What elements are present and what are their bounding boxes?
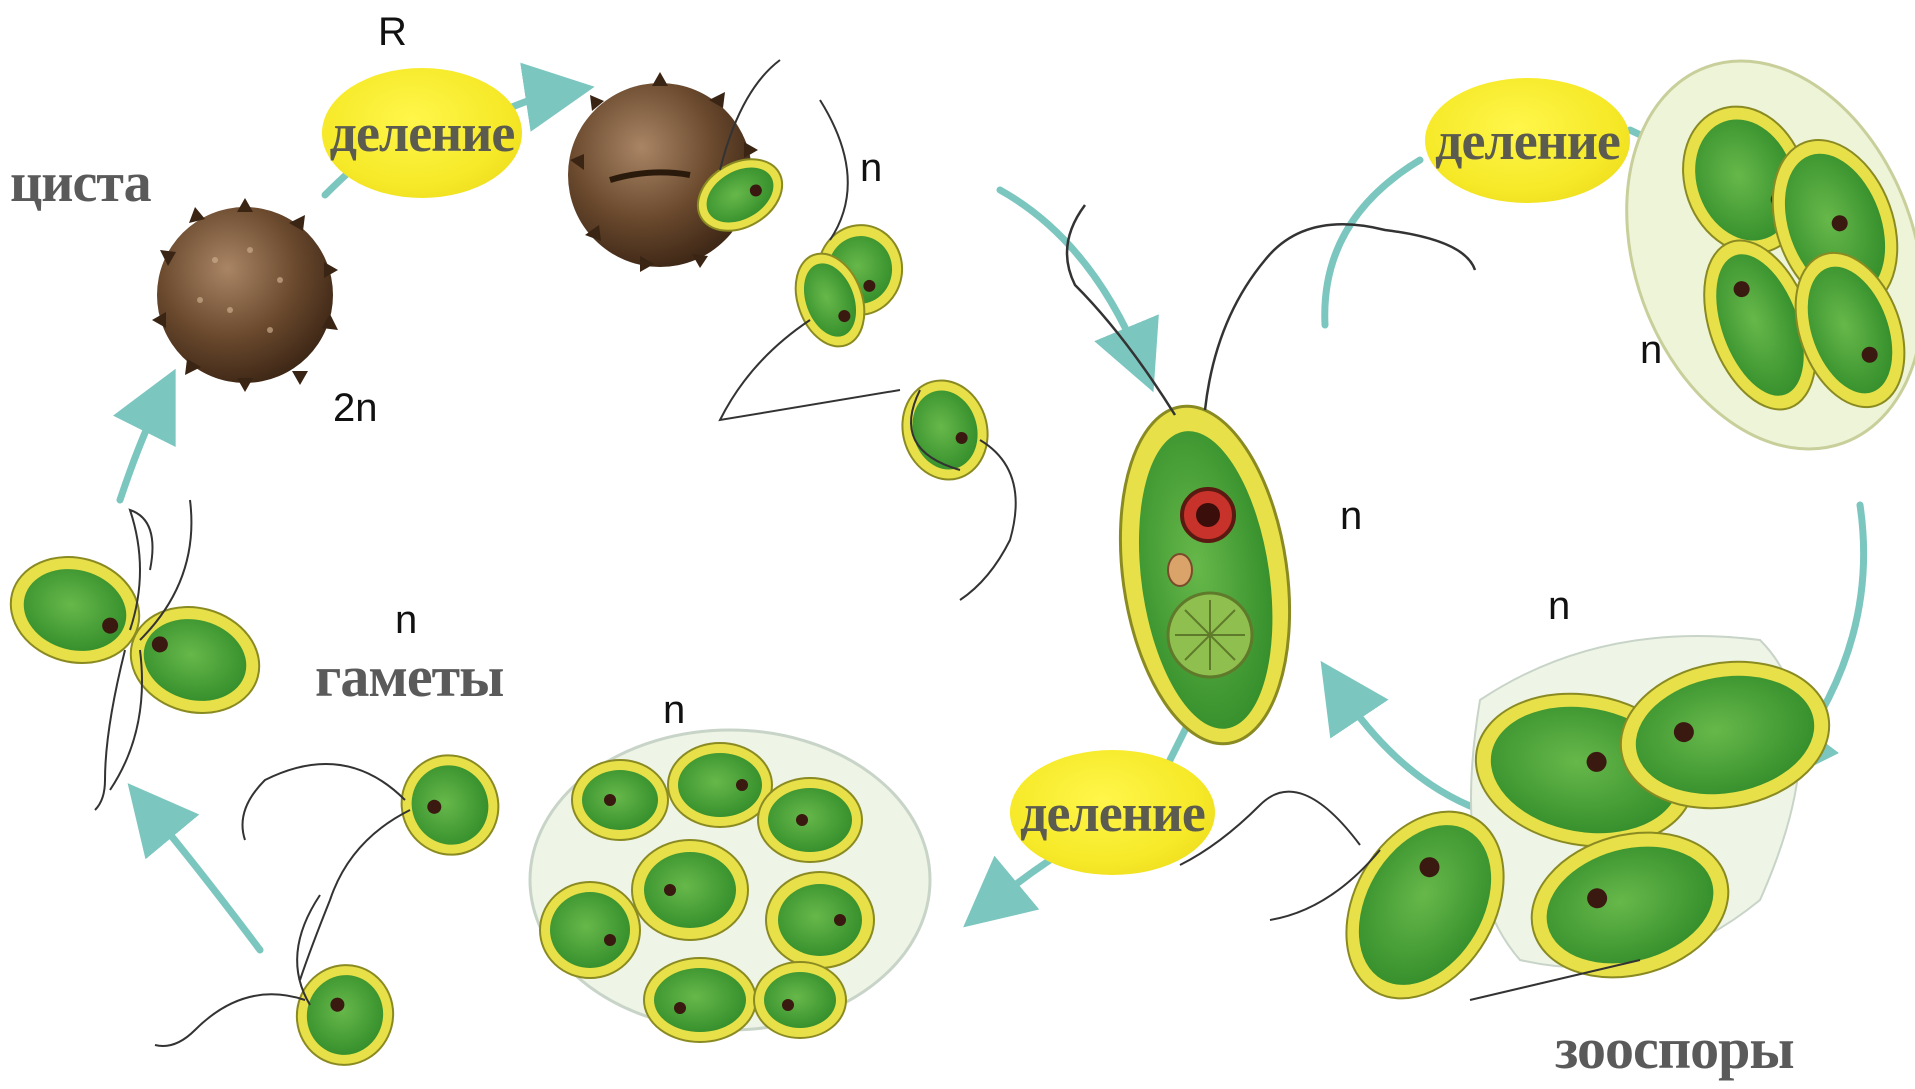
colony-cells xyxy=(540,743,874,1042)
stage-label-gametes: гаметы xyxy=(315,648,503,706)
four-cell-division xyxy=(1575,19,1915,491)
ploidy-cyst: 2n xyxy=(333,388,378,428)
arrow-pair-to-cyst xyxy=(120,400,160,500)
ploidy-released: n xyxy=(860,148,882,188)
label-r: R xyxy=(378,12,407,52)
stage-label-cyst: циста xyxy=(10,155,151,211)
division-oval-bottom: деление xyxy=(1010,750,1215,875)
ploidy-adult: n xyxy=(1340,496,1362,536)
adult-cell xyxy=(1067,205,1475,755)
zoospores xyxy=(1180,636,1841,1027)
ploidy-gametes: n xyxy=(395,600,417,640)
ploidy-colony: n xyxy=(663,690,685,730)
arrow-adult-to-division-top xyxy=(1325,160,1420,325)
division-oval-top-right: деление xyxy=(1425,78,1630,203)
arrow-zoospores-to-adult xyxy=(1340,690,1480,810)
division-label-1: деление xyxy=(330,102,515,164)
ploidy-dividing: n xyxy=(1640,330,1662,370)
ploidy-zoospores: n xyxy=(1548,586,1570,626)
fusing-gametes xyxy=(0,500,271,810)
cyst-zygote xyxy=(152,198,338,392)
gamete-cells xyxy=(155,739,515,1075)
division-label-2: деление xyxy=(1435,110,1620,172)
division-label-3: деление xyxy=(1020,782,1205,844)
arrow-division-to-colony xyxy=(990,860,1050,905)
cell-colony xyxy=(530,730,930,1042)
division-oval-top-left: деление xyxy=(322,68,522,198)
stage-label-zoospores: зооспоры xyxy=(1555,1020,1794,1078)
